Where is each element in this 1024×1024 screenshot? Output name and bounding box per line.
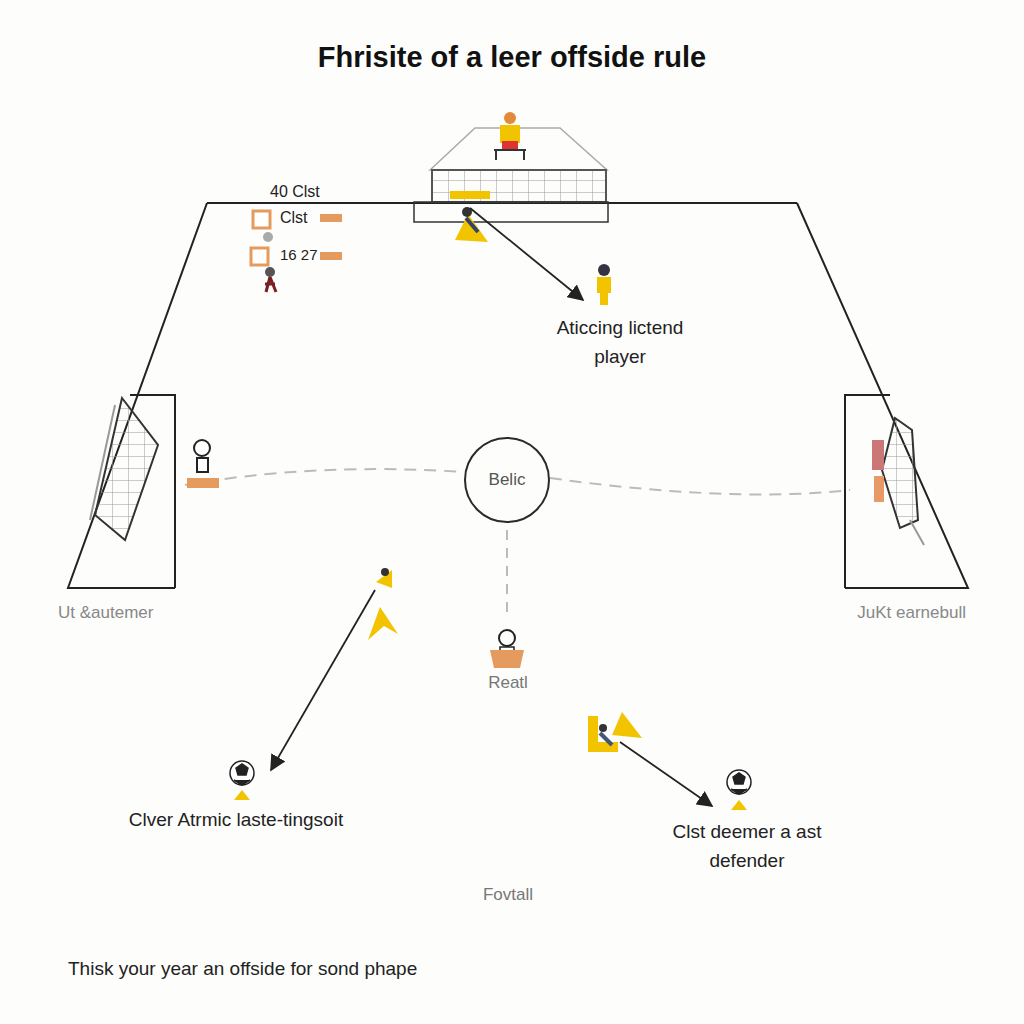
- defender-figure: [588, 712, 642, 752]
- label: 40 Clst: [270, 180, 390, 204]
- referee-figure: [490, 630, 524, 668]
- attacker-figure: [597, 264, 611, 305]
- player-figure: [368, 568, 398, 640]
- player-figure: [187, 440, 219, 488]
- referee-figure: [494, 112, 526, 160]
- label: Clver Atrmic laste-tingsoit: [111, 806, 361, 835]
- label: Fovtall: [438, 882, 578, 908]
- center-line: [506, 530, 508, 618]
- label: Clst: [280, 206, 340, 230]
- label: JuKt earnebull: [766, 600, 966, 626]
- pitch-outline: [68, 203, 968, 588]
- node-text: Belic: [489, 470, 526, 490]
- label: Clst deemer a ast defender: [652, 818, 842, 875]
- title: Fhrisite of a leer offside rule: [0, 36, 1024, 80]
- label: Ut &autemer: [58, 600, 258, 626]
- label: 16 27: [280, 244, 340, 267]
- pass-arrow: [620, 742, 712, 806]
- label: Reatl: [458, 670, 558, 696]
- pass-arrow: [470, 208, 583, 300]
- right-goal: [872, 418, 924, 545]
- center-circle: Belic: [464, 437, 550, 523]
- label: Aticcing lictend player: [540, 314, 700, 371]
- ball: [727, 770, 751, 810]
- top-goal: [414, 128, 608, 222]
- goalkeeper-figure: [455, 207, 488, 242]
- left-goal: [90, 398, 158, 540]
- run-arrow: [271, 590, 375, 770]
- ball: [230, 761, 254, 800]
- caption: Thisk your year an offside for sond phap…: [68, 955, 968, 984]
